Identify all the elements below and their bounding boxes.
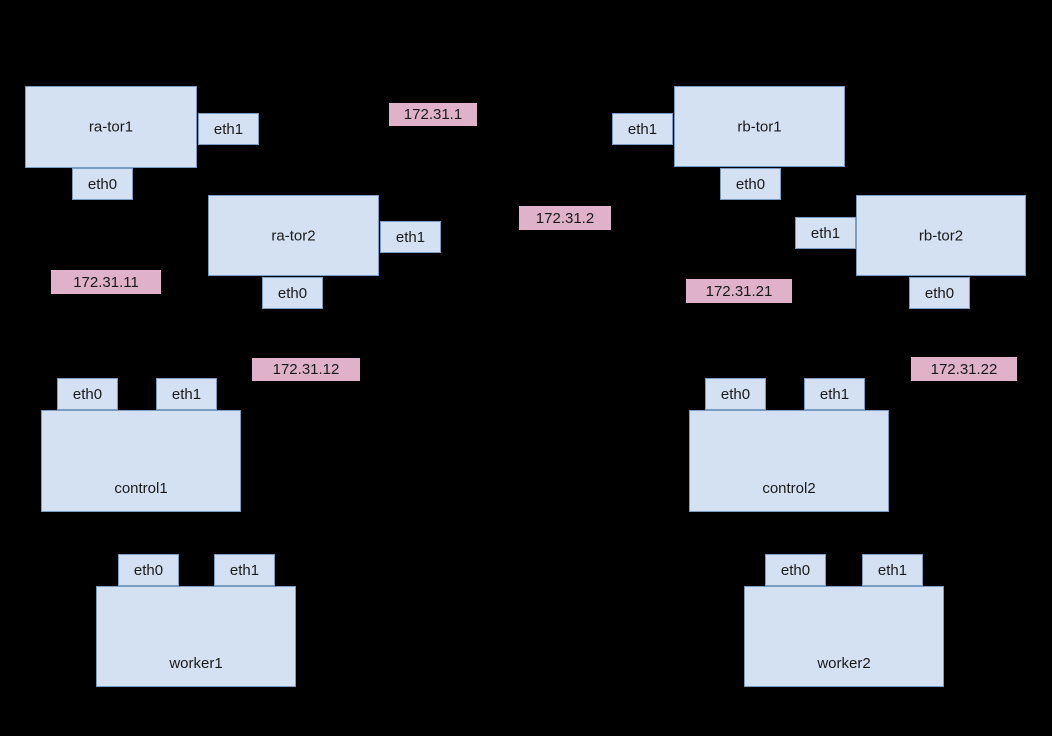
network-label-net-172-31-11[interactable]: 172.31.11 bbox=[51, 270, 161, 294]
interface-ra-tor1-eth0[interactable]: eth0 bbox=[72, 168, 133, 200]
node-ra-tor1[interactable]: ra-tor1 bbox=[25, 86, 197, 168]
interface-control1-eth0[interactable]: eth0 bbox=[57, 378, 118, 410]
network-label-net-172-31-1[interactable]: 172.31.1 bbox=[389, 103, 477, 126]
interface-rb-tor1-eth1[interactable]: eth1 bbox=[612, 113, 673, 145]
network-label-net-172-31-22[interactable]: 172.31.22 bbox=[911, 357, 1017, 381]
network-label-net-172-31-2[interactable]: 172.31.2 bbox=[519, 206, 611, 230]
interface-rb-tor2-eth1[interactable]: eth1 bbox=[795, 217, 856, 249]
interface-rb-tor1-eth0[interactable]: eth0 bbox=[720, 168, 781, 200]
node-label-worker1: worker1 bbox=[169, 655, 223, 672]
interface-control2-eth1[interactable]: eth1 bbox=[804, 378, 865, 410]
network-label-net-172-31-21[interactable]: 172.31.21 bbox=[686, 279, 792, 303]
node-label-ra-tor2: ra-tor2 bbox=[271, 227, 316, 244]
node-label-worker2: worker2 bbox=[817, 655, 871, 672]
node-control2[interactable]: control2 bbox=[689, 410, 889, 512]
interface-ra-tor1-eth1[interactable]: eth1 bbox=[198, 113, 259, 145]
interface-control1-eth1[interactable]: eth1 bbox=[156, 378, 217, 410]
node-label-rb-tor2: rb-tor2 bbox=[918, 227, 964, 244]
interface-ra-tor2-eth0[interactable]: eth0 bbox=[262, 277, 323, 309]
node-worker2[interactable]: worker2 bbox=[744, 586, 944, 687]
network-label-net-172-31-12[interactable]: 172.31.12 bbox=[252, 358, 360, 381]
interface-worker2-eth0[interactable]: eth0 bbox=[765, 554, 826, 586]
node-label-rb-tor1: rb-tor1 bbox=[737, 118, 782, 135]
node-label-control2: control2 bbox=[762, 480, 816, 497]
interface-rb-tor2-eth0[interactable]: eth0 bbox=[909, 277, 970, 309]
node-label-ra-tor1: ra-tor1 bbox=[88, 118, 134, 136]
node-label-control1: control1 bbox=[114, 480, 168, 497]
interface-worker1-eth1[interactable]: eth1 bbox=[214, 554, 275, 586]
node-control1[interactable]: control1 bbox=[41, 410, 241, 512]
node-rb-tor1[interactable]: rb-tor1 bbox=[674, 86, 845, 167]
node-ra-tor2[interactable]: ra-tor2 bbox=[208, 195, 379, 276]
interface-control2-eth0[interactable]: eth0 bbox=[705, 378, 766, 410]
interface-worker2-eth1[interactable]: eth1 bbox=[862, 554, 923, 586]
node-worker1[interactable]: worker1 bbox=[96, 586, 296, 687]
node-rb-tor2[interactable]: rb-tor2 bbox=[856, 195, 1026, 276]
interface-ra-tor2-eth1[interactable]: eth1 bbox=[380, 221, 441, 253]
interface-worker1-eth0[interactable]: eth0 bbox=[118, 554, 179, 586]
